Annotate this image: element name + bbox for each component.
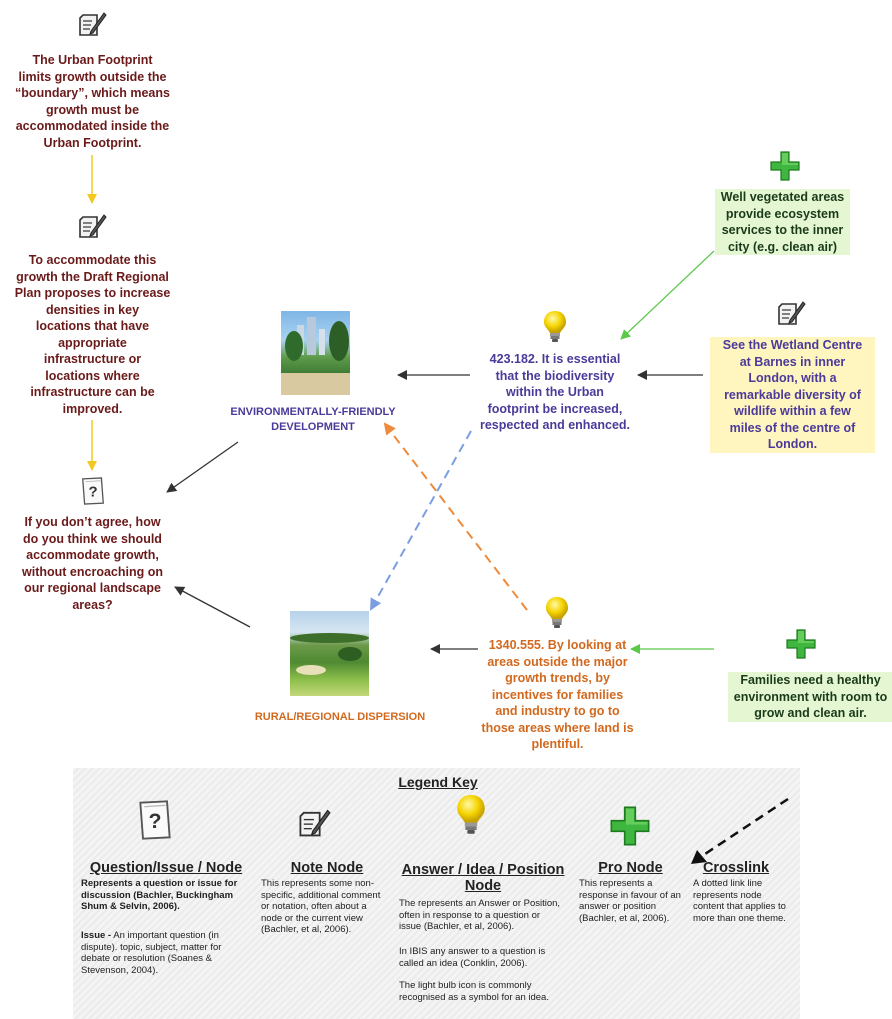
lightbulb-icon[interactable] xyxy=(543,310,567,344)
legend-note-heading: Note Node xyxy=(290,860,364,876)
note-icon[interactable] xyxy=(77,9,107,39)
pro-node-vegetated-areas[interactable]: Well vegetated areas provide ecosystem s… xyxy=(715,189,850,255)
rural-dispersion-label[interactable]: RURAL/REGIONAL DISPERSION xyxy=(254,711,426,723)
note-icon[interactable] xyxy=(776,298,806,328)
idea-node-outside-growth[interactable]: 1340.555. By looking at areas outside th… xyxy=(481,638,634,751)
note-node-urban-footprint[interactable]: The Urban Footprint limits growth outsid… xyxy=(15,53,170,150)
lightbulb-icon xyxy=(456,792,486,838)
note-node-wetland-centre[interactable]: See the Wetland Centre at Barnes in inne… xyxy=(710,337,875,453)
plus-icon[interactable] xyxy=(770,151,800,181)
legend-panel: Legend Key Question/Issue / Node Represe… xyxy=(73,768,800,1019)
lightbulb-icon[interactable] xyxy=(545,596,569,630)
crosslink-idea1-rural xyxy=(370,430,472,611)
question-icon xyxy=(135,798,175,842)
golf-course-photo[interactable] xyxy=(290,611,369,696)
note-icon[interactable] xyxy=(77,211,107,241)
link-envdev-question xyxy=(166,441,239,493)
city-photo[interactable] xyxy=(281,311,350,395)
plus-icon xyxy=(610,806,650,846)
legend-answer-heading: Answer / Idea / Position Node xyxy=(401,862,565,894)
legend-note-body: This represents some non-specific, addit… xyxy=(261,878,381,935)
legend-crosslink-body: A dotted link line represents node conte… xyxy=(693,878,786,924)
plus-icon[interactable] xyxy=(786,629,816,659)
pro-node-families[interactable]: Families need a healthy environment with… xyxy=(728,672,892,722)
legend-bulb-body: The light bulb icon is commonly recognis… xyxy=(399,980,549,1003)
legend-question-body: Represents a question or issue for discu… xyxy=(81,878,238,912)
note-icon xyxy=(297,806,331,840)
legend-title: Legend Key xyxy=(398,774,478,790)
question-node-accommodate-growth[interactable]: If you don’t agree, how do you think we … xyxy=(22,515,163,612)
legend-pro-body: This represents a response in favour of … xyxy=(579,878,681,924)
note-node-draft-regional-plan[interactable]: To accommodate this growth the Draft Reg… xyxy=(14,253,171,416)
legend-pro-heading: Pro Node xyxy=(598,860,663,876)
question-icon[interactable] xyxy=(79,476,107,506)
legend-issue-text: An important question (in dispute). topi… xyxy=(81,930,222,976)
link-pro1-idea1 xyxy=(620,250,715,340)
idea-node-biodiversity[interactable]: 423.182. It is essential that the biodiv… xyxy=(479,352,631,432)
legend-crosslink-heading: Crosslink xyxy=(702,860,770,876)
link-rural-question xyxy=(174,586,251,628)
crosslink-idea2-envdev xyxy=(383,422,528,611)
legend-issue-body: Issue - An important question (in disput… xyxy=(81,930,251,976)
dashed-arrow-icon xyxy=(691,797,789,864)
legend-question-heading: Question/Issue / Node xyxy=(89,860,243,876)
legend-issue-term: Issue - xyxy=(81,930,112,941)
env-dev-label[interactable]: ENVIRONMENTALLY-FRIENDLY DEVELOPMENT xyxy=(230,406,396,433)
legend-ibis-body: In IBIS any answer to a question is call… xyxy=(399,946,546,969)
legend-answer-body: The represents an Answer or Position, of… xyxy=(399,898,561,932)
